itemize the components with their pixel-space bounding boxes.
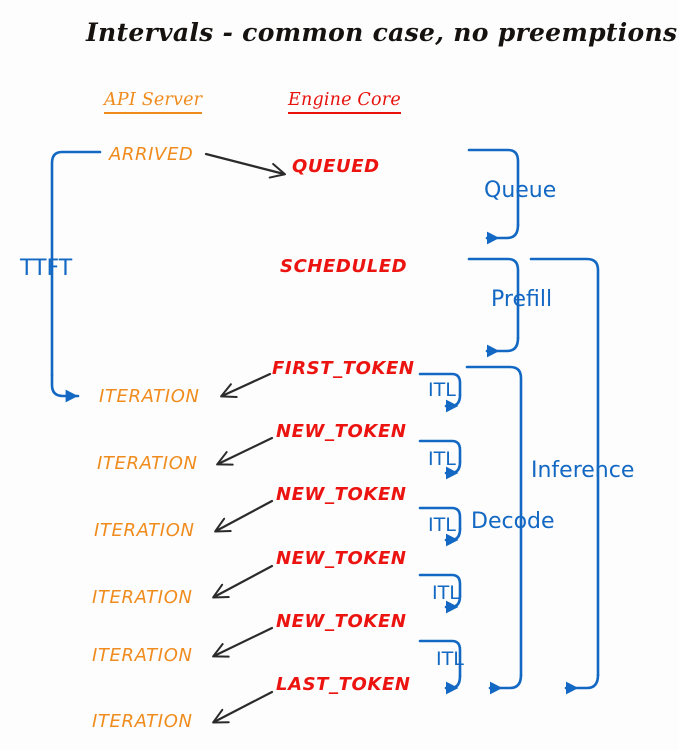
state-new-token-2: NEW_TOKEN <box>276 484 407 505</box>
column-heading-engine-core: Engine Core <box>288 91 401 114</box>
measure-label-prefill: Prefill <box>491 287 553 312</box>
state-iteration-3: ITERATION <box>94 520 195 541</box>
state-first-token: FIRST_TOKEN <box>272 358 415 379</box>
bracket-inference <box>529 257 600 695</box>
bracket-ttft <box>50 150 102 403</box>
arrow-new-token-1-to-iteration-2 <box>216 436 274 466</box>
measure-label-itl-2: ITL <box>428 448 456 470</box>
event-arrows <box>204 152 286 724</box>
bracket-queue <box>467 148 520 245</box>
measure-label-itl-1: ITL <box>428 379 456 401</box>
measure-label-itl-5: ITL <box>436 648 464 670</box>
state-iteration-4: ITERATION <box>92 587 193 608</box>
state-last-token: LAST_TOKEN <box>276 674 411 695</box>
state-iteration-2: ITERATION <box>97 453 198 474</box>
bracket-itl-2 <box>418 439 462 480</box>
state-iteration-6: ITERATION <box>92 711 193 732</box>
arrow-new-token-4-to-iteration-5 <box>212 626 274 658</box>
arrow-last-token-to-iteration-6 <box>212 690 274 724</box>
arrow-first-token-to-iteration-1 <box>220 372 272 398</box>
arrow-arrived-to-queued <box>204 152 286 179</box>
measure-label-itl-4: ITL <box>432 582 460 604</box>
bracket-prefill <box>467 257 520 358</box>
column-heading-api-server: API Server <box>104 91 203 114</box>
measure-label-queue: Queue <box>484 178 557 203</box>
measure-label-itl-3: ITL <box>428 514 456 536</box>
measure-label-decode: Decode <box>471 509 555 534</box>
bracket-itl-1 <box>418 372 462 413</box>
state-new-token-3: NEW_TOKEN <box>276 548 407 569</box>
state-queued: QUEUED <box>292 156 380 177</box>
state-iteration-5: ITERATION <box>92 645 193 666</box>
state-new-token-1: NEW_TOKEN <box>276 421 407 442</box>
measure-label-ttft: TTFT <box>20 256 73 281</box>
state-new-token-4: NEW_TOKEN <box>276 611 407 632</box>
bracket-itl-5 <box>418 639 462 695</box>
bracket-decode <box>465 365 523 695</box>
bracket-itl-4 <box>418 573 462 614</box>
bracket-itl-3 <box>418 506 462 547</box>
state-iteration-1: ITERATION <box>99 386 200 407</box>
arrow-new-token-2-to-iteration-3 <box>214 499 274 533</box>
page-title: Intervals - common case, no preemptions <box>86 18 678 47</box>
arrow-new-token-3-to-iteration-4 <box>212 564 274 599</box>
state-scheduled: SCHEDULED <box>280 256 408 277</box>
measure-label-inference: Inference <box>531 458 635 483</box>
state-arrived: ARRIVED <box>109 144 194 165</box>
